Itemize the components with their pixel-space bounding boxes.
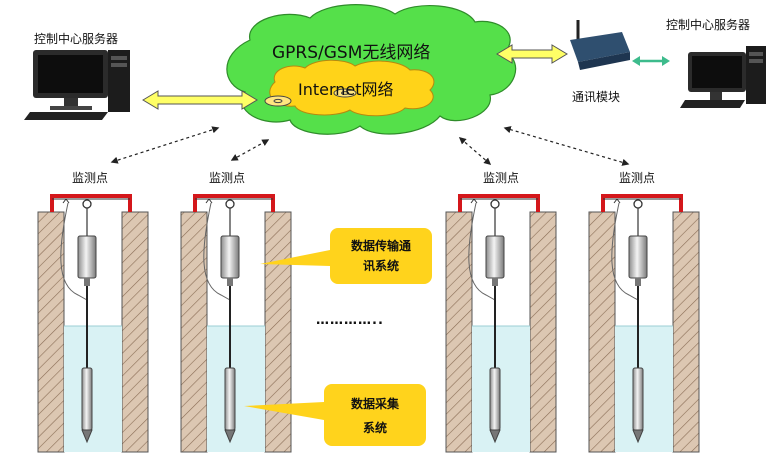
transmitter	[628, 235, 648, 279]
wireless-link-well-3	[458, 137, 492, 165]
probe-tip	[224, 429, 236, 444]
well-3-label: 监测点	[483, 171, 520, 185]
well-water	[64, 326, 122, 452]
hook	[82, 199, 92, 209]
cable	[60, 202, 88, 301]
server-left-icon	[24, 50, 130, 120]
well-wall-left	[588, 211, 616, 453]
hook	[633, 199, 643, 209]
hook	[225, 199, 235, 209]
transmitter-base	[492, 278, 498, 286]
cloud-inner-label: Internet网络	[298, 80, 394, 99]
ellipsis-text: …………..	[316, 313, 384, 328]
callout-comm	[260, 228, 432, 284]
internet-cloud	[264, 59, 435, 117]
clamp	[613, 198, 621, 204]
well-water	[207, 326, 265, 452]
transmitter-base	[227, 278, 233, 286]
well-cap	[50, 194, 132, 212]
wireless-link-well-4	[503, 126, 630, 166]
cable	[468, 202, 496, 301]
clamp	[205, 198, 213, 204]
transmitter	[485, 235, 505, 279]
clamp	[62, 198, 70, 204]
well-wall-left	[37, 211, 65, 453]
transmitter	[77, 235, 97, 279]
callout-acq	[244, 384, 426, 446]
probe-tip	[81, 429, 93, 444]
probe	[632, 367, 644, 431]
transmitter-base	[635, 278, 641, 286]
well-1-label: 监测点	[72, 171, 109, 185]
wireless-link-well-1	[110, 126, 220, 164]
well-1	[37, 194, 149, 453]
comm-module-icon	[570, 20, 630, 70]
probe	[81, 367, 93, 431]
callout-acq-text: 数据采集 系统	[330, 392, 420, 440]
probe	[489, 367, 501, 431]
well-3	[445, 194, 557, 453]
cloud-outer-label: GPRS/GSM无线网络	[272, 43, 431, 63]
callout-acq-line2: 系统	[362, 421, 387, 435]
well-cap	[458, 194, 540, 212]
cloud-module-arrow	[496, 44, 568, 64]
callout-comm-text: 数据传输通 讯系统	[336, 236, 426, 276]
cable	[203, 202, 231, 301]
well-2	[180, 194, 292, 453]
transmitter	[220, 235, 240, 279]
wireless-link-well-2	[230, 139, 270, 161]
hook	[490, 199, 500, 209]
well-water	[472, 326, 530, 452]
well-wall-right	[264, 211, 292, 453]
well-4-label: 监测点	[619, 171, 656, 185]
callout-acq-line1: 数据采集	[350, 397, 399, 411]
server-right-label: 控制中心服务器	[666, 18, 751, 32]
well-wall-right	[121, 211, 149, 453]
well-cap	[193, 194, 275, 212]
module-server-arrow	[632, 56, 670, 66]
transmitter-base	[84, 278, 90, 286]
server-right-icon	[680, 46, 766, 108]
probe-tip	[489, 429, 501, 444]
probe	[224, 367, 236, 431]
callout-comm-line2: 讯系统	[362, 259, 399, 273]
well-4	[588, 194, 700, 453]
well-wall-left	[180, 211, 208, 453]
well-water	[615, 326, 673, 452]
comm-module-label: 通讯模块	[572, 90, 621, 104]
wireless-links	[110, 126, 630, 166]
wells	[37, 194, 700, 453]
well-cap	[601, 194, 683, 212]
well-wall-right	[672, 211, 700, 453]
clamp	[470, 198, 478, 204]
probe-tip	[632, 429, 644, 444]
cable	[611, 202, 639, 301]
callout-comm-line1: 数据传输通	[350, 239, 411, 253]
server-left-label: 控制中心服务器	[34, 32, 119, 46]
well-wall-right	[529, 211, 557, 453]
well-2-label: 监测点	[209, 171, 246, 185]
well-wall-left	[445, 211, 473, 453]
server-left-cloud-arrow	[142, 90, 258, 110]
